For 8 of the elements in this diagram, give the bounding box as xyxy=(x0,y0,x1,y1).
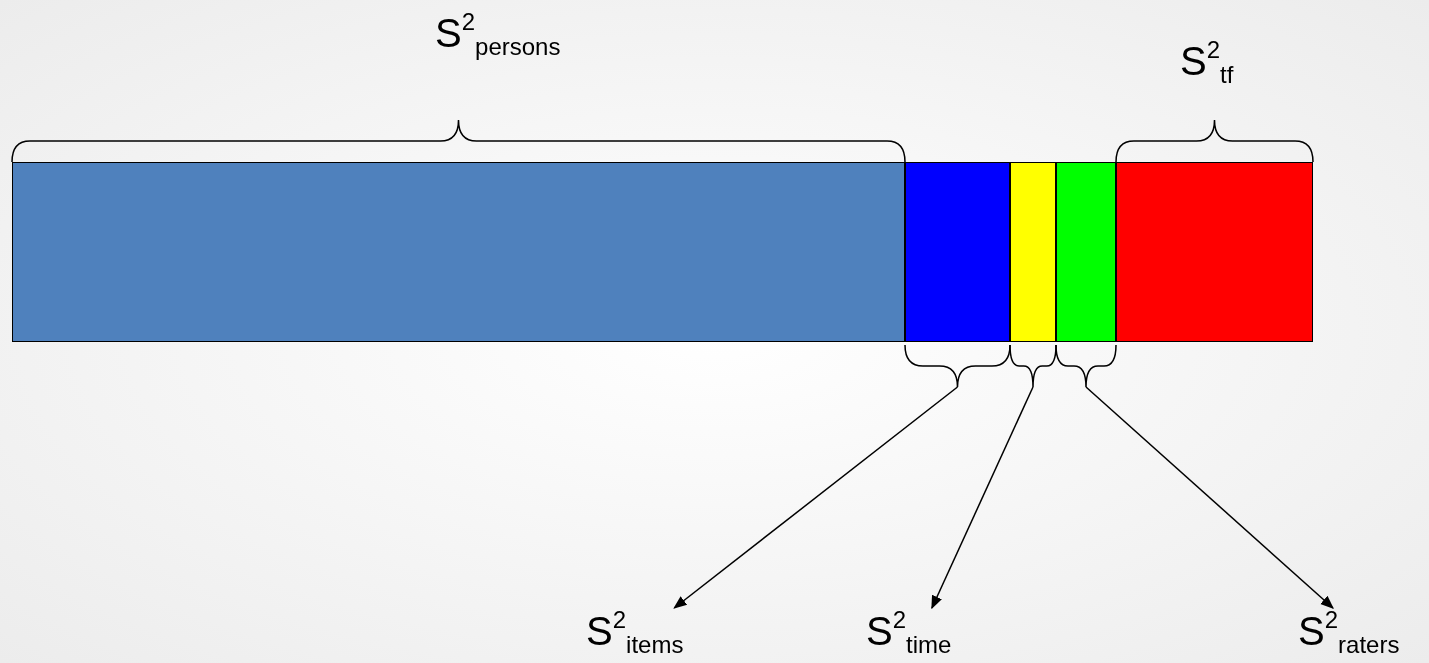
bar-segment xyxy=(1056,162,1116,342)
arrow xyxy=(1085,386,1334,609)
bar-segment xyxy=(12,162,905,342)
bar-segment xyxy=(905,162,1010,342)
arrow xyxy=(931,386,1034,610)
bar-segment xyxy=(1116,162,1313,342)
arrow xyxy=(673,386,959,609)
bar-segment xyxy=(1010,162,1056,342)
